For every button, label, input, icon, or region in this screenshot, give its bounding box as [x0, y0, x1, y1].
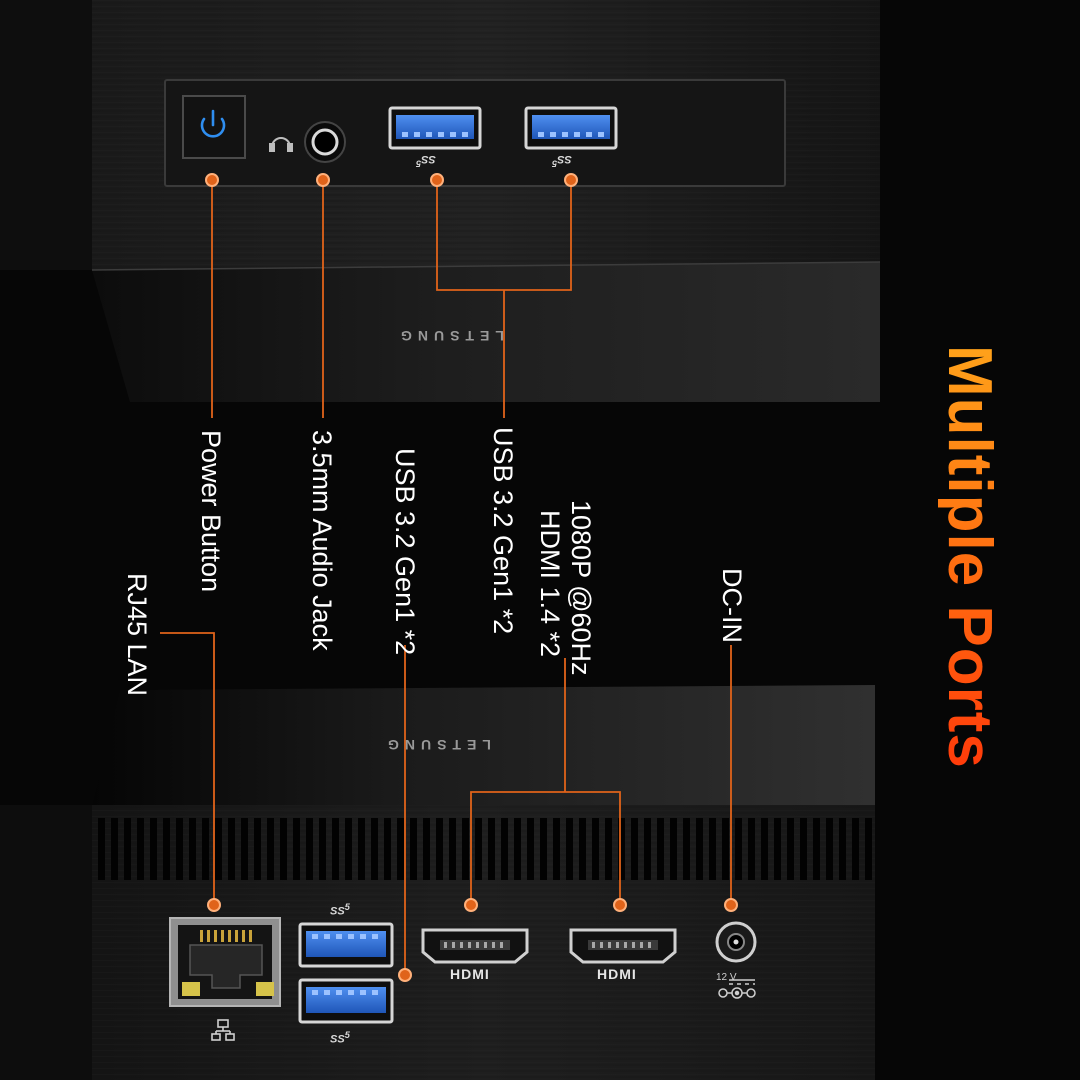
- vent-slit: [397, 818, 404, 880]
- vent-slit: [462, 818, 469, 880]
- vent-slit: [644, 818, 651, 880]
- power-button: [182, 95, 246, 159]
- vent-slit: [202, 818, 209, 880]
- vent-slit: [709, 818, 716, 880]
- vent-slit: [306, 818, 313, 880]
- vent-slit: [800, 818, 807, 880]
- vent-slit: [215, 818, 222, 880]
- label-power-button: Power Button: [196, 430, 226, 593]
- vent-slit: [358, 818, 365, 880]
- hdmi-marking-1: HDMI: [450, 966, 490, 982]
- hdmi-marking-2: HDMI: [597, 966, 637, 982]
- vent-slit: [813, 818, 820, 880]
- vent-slit: [722, 818, 729, 880]
- vent-slit: [345, 818, 352, 880]
- vent-slit: [852, 818, 859, 880]
- vent-slit: [124, 818, 131, 880]
- vent-slit: [488, 818, 495, 880]
- vent-slit: [371, 818, 378, 880]
- usb-marking-rear-1: SS5: [330, 902, 350, 918]
- audio-jack: [269, 121, 346, 163]
- usb-marking-front-1: SS5: [416, 153, 436, 169]
- voltage-marking: 12 V: [716, 972, 737, 983]
- label-rj45-lan: RJ45 LAN: [122, 573, 152, 697]
- headset-icon: [269, 137, 293, 152]
- vent-slit: [254, 818, 261, 880]
- rj45-port: [169, 917, 281, 1041]
- rear-usb-port-1: [298, 922, 394, 968]
- vent-slit: [735, 818, 742, 880]
- vent-slit: [228, 818, 235, 880]
- vent-slit: [566, 818, 573, 880]
- vent-slit: [605, 818, 612, 880]
- vent-slit: [176, 818, 183, 880]
- vent-slit: [280, 818, 287, 880]
- vent-slit: [137, 818, 144, 880]
- hdmi-port-1: [421, 928, 529, 964]
- label-usb-front: USB 3.2 Gen1 *2: [488, 427, 518, 635]
- vent-slit: [475, 818, 482, 880]
- vent-slit: [98, 818, 105, 880]
- vent-slit: [241, 818, 248, 880]
- label-audio-jack: 3.5mm Audio Jack: [307, 430, 337, 651]
- vent-slit: [761, 818, 768, 880]
- usb-marking-front-2: SS5: [552, 153, 572, 169]
- vent-slit: [163, 818, 170, 880]
- vent-slit: [501, 818, 508, 880]
- vent-slit: [787, 818, 794, 880]
- front-usb-port-2: [524, 106, 618, 150]
- vent-slit: [111, 818, 118, 880]
- vent-slit: [410, 818, 417, 880]
- vent-slit: [865, 818, 872, 880]
- vent-slit: [839, 818, 846, 880]
- vent-slit: [527, 818, 534, 880]
- usb-marking-rear-2: SS5: [330, 1030, 350, 1046]
- vent-slit: [683, 818, 690, 880]
- brand-logo-bottom: LETSUNG: [382, 737, 491, 753]
- page-title: Multiple Ports: [935, 345, 1004, 769]
- vent-slit: [579, 818, 586, 880]
- vent-slit: [293, 818, 300, 880]
- vent-slit: [696, 818, 703, 880]
- vent-slit: [267, 818, 274, 880]
- callout-lines: [160, 180, 732, 975]
- label-dc-in: DC-IN: [717, 568, 747, 643]
- vent-slit: [592, 818, 599, 880]
- dc-in-port: [715, 921, 757, 999]
- label-usb-rear: USB 3.2 Gen1 *2: [390, 448, 420, 656]
- brand-logo-top: LETSUNG: [395, 328, 504, 344]
- label-hdmi-line1: 1080P @60Hz: [566, 500, 596, 676]
- vent-slit: [436, 818, 443, 880]
- vent-slit: [774, 818, 781, 880]
- vent-slit: [826, 818, 833, 880]
- vent-slit: [670, 818, 677, 880]
- rear-usb-port-2: [298, 978, 394, 1024]
- vent-slit: [618, 818, 625, 880]
- callout-dots: [205, 173, 738, 982]
- front-usb-port-1: [388, 106, 482, 150]
- vent-slit: [631, 818, 638, 880]
- vent-slit: [384, 818, 391, 880]
- hdmi-port-2: [569, 928, 677, 964]
- vent-slit: [332, 818, 339, 880]
- vent-slit: [514, 818, 521, 880]
- vent-slit: [150, 818, 157, 880]
- vent-slit: [423, 818, 430, 880]
- vent-slit: [449, 818, 456, 880]
- vent-slit: [657, 818, 664, 880]
- network-icon: [211, 1019, 235, 1041]
- vent-slit: [748, 818, 755, 880]
- power-icon: [200, 109, 226, 138]
- vent-slit: [189, 818, 196, 880]
- label-hdmi-line2: HDMI 1.4 *2: [535, 510, 565, 658]
- vent-slit: [553, 818, 560, 880]
- vent-slit: [319, 818, 326, 880]
- dc-polarity-icon: [718, 979, 756, 999]
- vent-slit: [540, 818, 547, 880]
